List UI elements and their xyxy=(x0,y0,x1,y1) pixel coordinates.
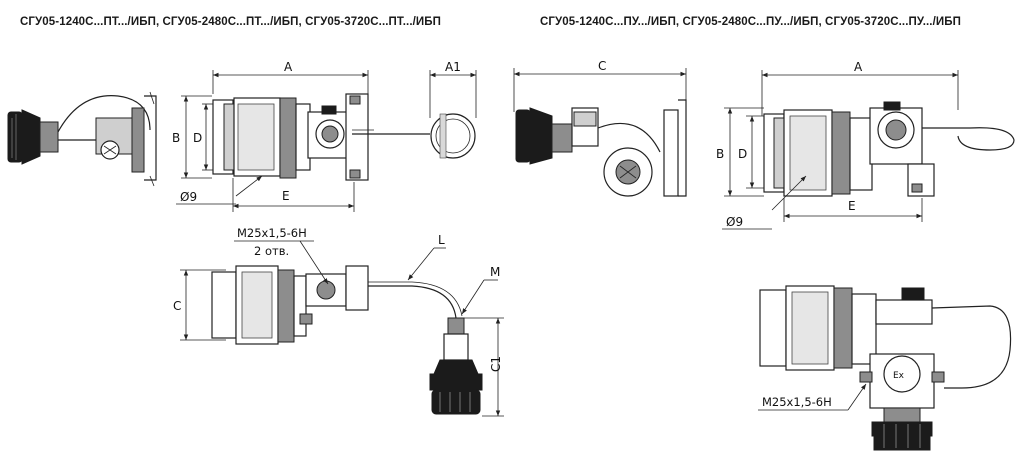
callout-thread-right: M25x1,5-6H xyxy=(762,395,832,409)
label-e-left: E xyxy=(282,189,290,203)
dim-d-left: D xyxy=(193,103,214,171)
pu-front-view: A B D xyxy=(716,60,1015,230)
callout-holes: 2 отв. xyxy=(254,244,289,258)
label-d-left: D xyxy=(193,131,202,145)
dim-e-left: E xyxy=(232,178,355,212)
label-d-right: D xyxy=(738,147,747,161)
label-a-left: A xyxy=(284,60,293,74)
label-e-right: E xyxy=(848,199,856,213)
callout-thread-left: M25x1,5-6H xyxy=(237,226,307,240)
pu-bottom-view: Ex M25x1,5-6H xyxy=(758,285,1012,451)
dim-a-right: A xyxy=(761,60,959,116)
dim-b-right: B xyxy=(716,107,764,197)
pt-top-view: C M25x1,5-6H 2 отв. L M xyxy=(173,226,504,417)
label-m: M xyxy=(490,265,500,279)
dim-e-right: E xyxy=(783,198,923,222)
pt-side-view xyxy=(7,91,157,187)
pendant-lamp-icon xyxy=(429,317,483,415)
dim-b-left: B xyxy=(172,95,212,179)
title-pt-series: СГУ05-1240С...ПТ.../ИБП, СГУ05-2480С...П… xyxy=(20,16,442,28)
label-hole-right: Ø9 xyxy=(726,215,743,229)
label-b-right: B xyxy=(716,147,724,161)
lamp-head-icon xyxy=(7,109,59,165)
dim-c-right: C xyxy=(513,59,687,112)
title-pu-series: СГУ05-1240С...ПУ.../ИБП, СГУ05-2480С...П… xyxy=(540,16,961,28)
label-a-right: A xyxy=(854,60,863,74)
dim-d-right: D xyxy=(738,115,766,189)
label-b-left: B xyxy=(172,131,180,145)
label-c1: C1 xyxy=(489,356,503,372)
lamp-head-icon xyxy=(515,107,573,165)
dim-a-left: A xyxy=(212,60,369,94)
label-hole-left: Ø9 xyxy=(180,190,197,204)
pu-side-view: C xyxy=(513,59,687,197)
dim-a1: A1 xyxy=(429,60,477,118)
label-c-left: C xyxy=(173,299,181,313)
label-l: L xyxy=(438,233,445,247)
label-a1: A1 xyxy=(445,60,461,74)
dim-c1: C1 xyxy=(464,317,504,417)
pendant-lamp-icon xyxy=(871,407,933,451)
pt-front-view: A B D xyxy=(172,60,430,212)
pt-end-view: A1 xyxy=(429,60,477,159)
ex-mark-icon: Ex xyxy=(893,371,905,381)
dim-c-left: C xyxy=(173,269,226,341)
label-c-right: C xyxy=(598,59,606,73)
